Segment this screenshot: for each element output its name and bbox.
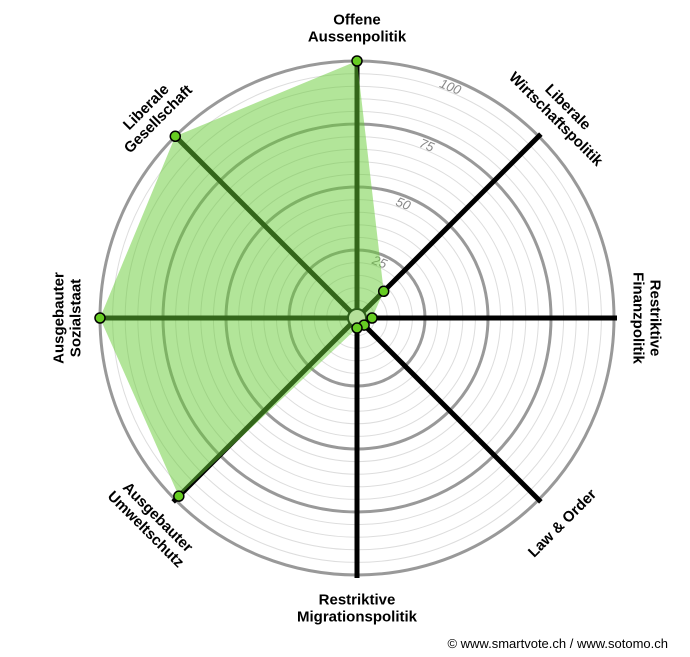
axis-label-line: Restriktive (319, 592, 396, 609)
axis-label-line: Ausgebauter (51, 272, 68, 364)
axis-label-line: Finanzpolitik (630, 272, 647, 364)
data-point (366, 312, 378, 324)
data-point (351, 322, 363, 334)
data-point (94, 312, 106, 324)
tick-label: 100 (438, 76, 464, 98)
data-point (351, 55, 363, 67)
axis-label-line: Offene (333, 12, 381, 29)
data-point (377, 285, 390, 298)
data-point (169, 130, 182, 143)
axis-label-line: Sozialstaat (68, 279, 85, 357)
copyright-text: © www.smartvote.ch / www.sotomo.ch (447, 636, 668, 651)
data-point (173, 490, 185, 502)
tick-label: 50 (394, 194, 414, 214)
profile-area (100, 61, 384, 497)
axis-label-line: Restriktive (647, 280, 664, 357)
tick-label: 75 (417, 135, 437, 155)
axis-label-line: Aussenpolitik (308, 29, 407, 46)
axis-line (355, 316, 543, 504)
axis-label-line: Migrationspolitik (297, 609, 418, 626)
